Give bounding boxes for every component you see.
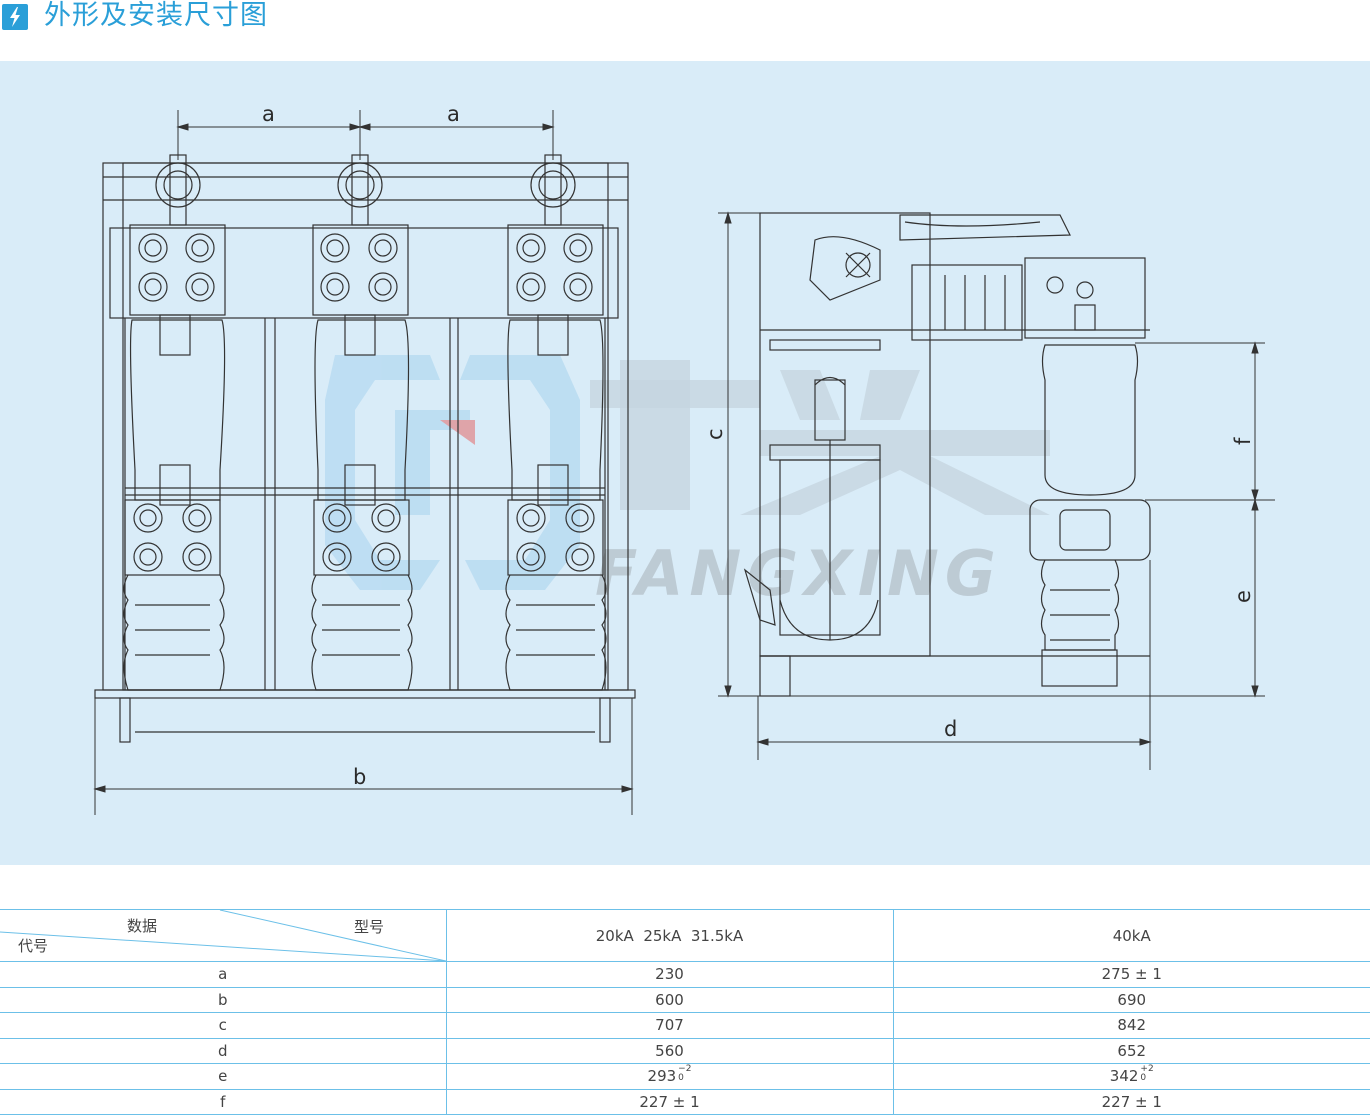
front-dimensions <box>93 110 634 815</box>
page-title: 外形及安装尺寸图 <box>44 0 268 31</box>
side-dimensions <box>718 211 1275 770</box>
corner-label-code: 代号 <box>18 937 49 955</box>
value-nominal: 342 <box>1109 1067 1139 1086</box>
row-code: d <box>0 1038 446 1064</box>
dimension-label-f: f <box>1231 437 1255 445</box>
corner-label-model: 型号 <box>354 918 385 936</box>
table-row: c 707 842 <box>0 1012 1370 1039</box>
row-value-col2: 842 <box>892 1012 1370 1039</box>
row-code: c <box>0 1012 446 1039</box>
table-row: a 230 275 ± 1 <box>0 961 1370 988</box>
row-value-col1: 227 ± 1 <box>445 1089 893 1115</box>
lightning-icon <box>2 4 28 30</box>
dimension-label-d: d <box>944 717 957 741</box>
row-value-col1: 230 <box>445 961 893 988</box>
row-value-col2: 690 <box>892 987 1370 1013</box>
row-value-col2: 652 <box>892 1038 1370 1064</box>
dimension-label-b: b <box>353 765 366 789</box>
pole-3 <box>505 154 607 691</box>
technical-drawing-panel: FANGXING <box>0 61 1370 865</box>
tolerance-lower: 0 <box>678 1073 684 1084</box>
side-view <box>743 212 1151 697</box>
dimension-label-c: c <box>703 428 727 440</box>
column-header-40kA: 40kA <box>892 909 1370 962</box>
row-value-col2: 227 ± 1 <box>892 1089 1370 1115</box>
table-row: f 227 ± 1 227 ± 1 <box>0 1089 1370 1115</box>
tolerance-upper: +2 <box>1140 1064 1154 1075</box>
row-code: b <box>0 987 446 1013</box>
row-code: a <box>0 961 446 988</box>
row-code: f <box>0 1089 446 1115</box>
dimension-label-a2: a <box>447 102 460 126</box>
row-value-col2: 275 ± 1 <box>892 961 1370 988</box>
front-view <box>94 154 636 743</box>
watermark-text: FANGXING <box>595 537 1002 610</box>
spec-table: 数据 型号 代号 20kA 25kA 31.5kA 40kA a 230 275… <box>0 909 1370 1115</box>
pole-1 <box>123 154 226 691</box>
pole-2 <box>311 154 413 691</box>
column-header-20-31kA: 20kA 25kA 31.5kA <box>445 909 893 962</box>
value-nominal: 293 <box>647 1067 677 1086</box>
corner-label-data: 数据 <box>127 917 158 935</box>
table-row: b 600 690 <box>0 987 1370 1013</box>
row-value-col1: 600 <box>445 987 893 1013</box>
row-value-col1: 707 <box>445 1012 893 1039</box>
tolerance-lower: 0 <box>1140 1073 1147 1084</box>
table-row: d 560 652 <box>0 1038 1370 1064</box>
table-header-row: 数据 型号 代号 20kA 25kA 31.5kA 40kA <box>0 909 1370 962</box>
row-code: e <box>0 1063 446 1090</box>
tolerance-upper: −2 <box>678 1064 692 1075</box>
dimension-label-e: e <box>1231 590 1255 603</box>
table-corner-cell: 数据 型号 代号 <box>0 909 446 962</box>
dimension-label-a1: a <box>262 102 275 126</box>
header: 外形及安装尺寸图 <box>0 0 1370 36</box>
row-value-col1: 560 <box>445 1038 893 1064</box>
technical-drawing: FANGXING <box>93 102 1275 815</box>
